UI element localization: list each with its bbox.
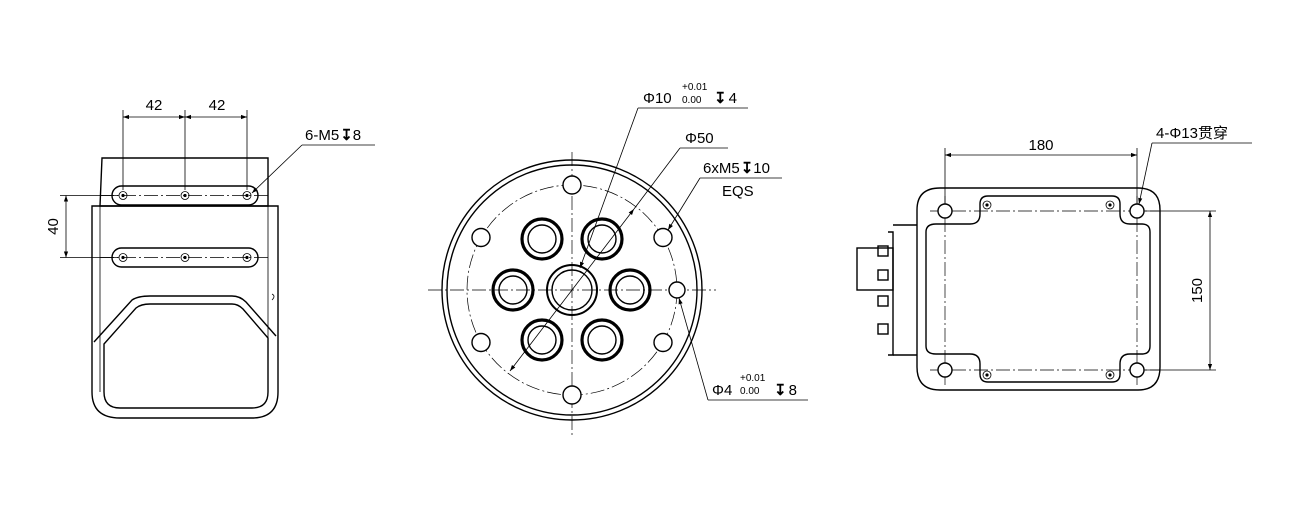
pin-tol-upper: +0.01: [682, 82, 708, 93]
dim-line-dia50: [509, 208, 635, 372]
dim-label-180: 180: [1028, 137, 1053, 154]
bolt-holes: [471, 175, 673, 405]
thread-holes-side: [118, 191, 252, 262]
pin-tol-lower: 0.00: [682, 95, 702, 106]
side-view: 42 42 40 6-M5↧8: [45, 97, 375, 419]
connector-housing: [888, 231, 894, 356]
pitch-circle-label: Φ50: [685, 130, 714, 147]
pin-hole: [668, 281, 686, 299]
pin-depth-label: ↧4: [714, 90, 737, 107]
connector-pins: [877, 245, 889, 335]
cover-screws: [982, 200, 1115, 380]
leader-thread: [251, 144, 303, 194]
dim-label-40: 40: [45, 218, 62, 235]
top-view: 180 150 4-Φ13贯穿: [856, 125, 1252, 391]
leader-pin-dia: [579, 107, 639, 269]
leader-dia50: [633, 147, 681, 210]
hole-tol-lower: 0.00: [740, 386, 760, 397]
thread-note-eqs: EQS: [722, 183, 754, 200]
hole-depth-label: ↧8: [774, 382, 797, 399]
hole-dia-label: Φ4: [712, 382, 732, 399]
side-view-cover-outer: [93, 295, 277, 343]
side-view-notch: [271, 293, 275, 301]
base-plate: [916, 187, 1161, 391]
dim-label-42b: 42: [209, 97, 226, 114]
hole-tol-upper: +0.01: [740, 373, 766, 384]
dim-label-150: 150: [1189, 278, 1206, 303]
plate-recess: [925, 195, 1151, 383]
leader-hole-dia: [678, 297, 709, 401]
leader-through-hole: [1138, 142, 1153, 205]
through-hole-callout: 4-Φ13贯穿: [1156, 125, 1228, 142]
side-view-cover: [103, 303, 269, 409]
pin-dia-label: Φ10: [643, 90, 672, 107]
front-view: Φ50 Φ10 +0.01 0.00 ↧4 6xM5↧10 EQS Φ4 +0.…: [428, 82, 808, 438]
thread-callout-front: 6xM5↧10: [703, 160, 770, 177]
side-view-body: [91, 205, 279, 419]
leader-thread-front: [667, 177, 701, 231]
dim-label-42a: 42: [146, 97, 163, 114]
thread-callout-side: 6-M5↧8: [305, 127, 361, 144]
air-ports: [491, 217, 652, 362]
through-holes: [937, 203, 1145, 378]
